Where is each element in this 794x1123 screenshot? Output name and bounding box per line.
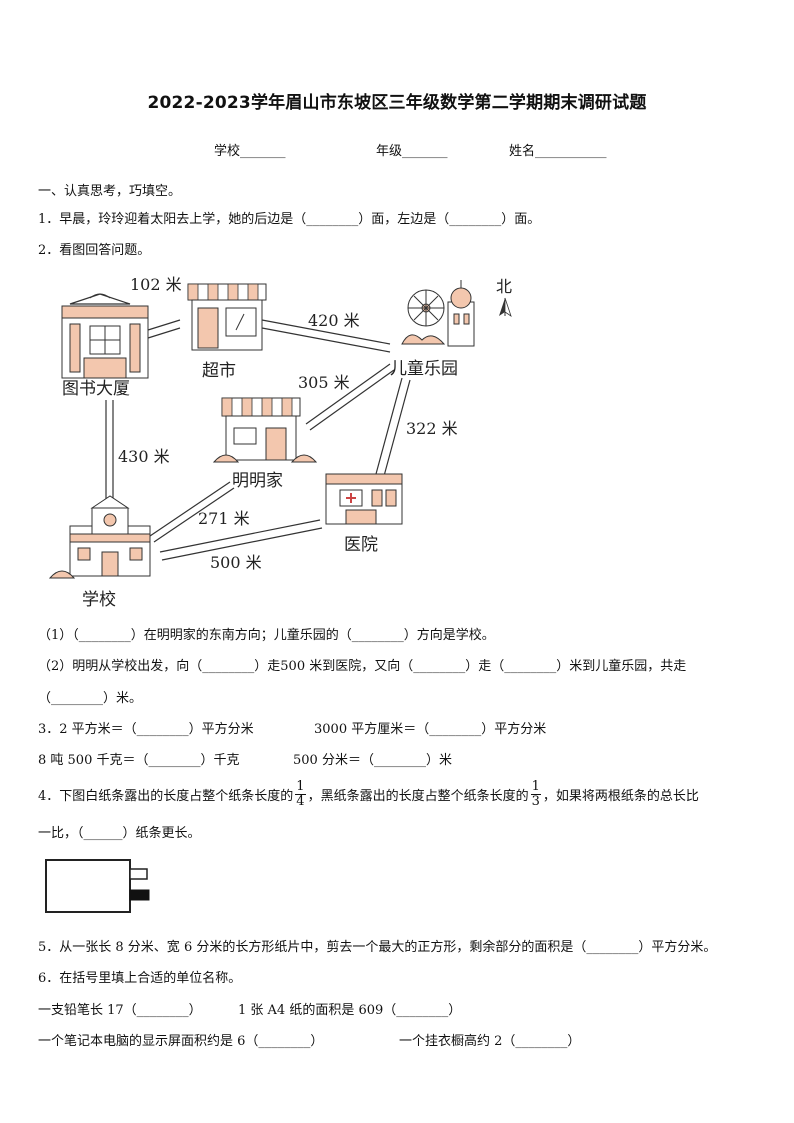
question-2-1: （1）（________）在明明家的东南方向；儿童乐园的（________）方向… xyxy=(38,628,495,643)
dist-school-hospital: 500 米 xyxy=(210,553,262,572)
question-3b: 3000 平方厘米＝（________）平方分米 xyxy=(314,722,547,737)
school-field: 学校_______ xyxy=(214,140,286,159)
park-building xyxy=(401,280,475,347)
question-6d: 一个挂衣橱高约 2（________） xyxy=(399,1034,581,1049)
dist-park-hospital: 322 米 xyxy=(406,419,458,438)
question-6b: 1 张 A4 纸的面积是 609（________） xyxy=(238,1003,462,1018)
name-blank: ___________ xyxy=(535,144,607,159)
dist-supermarket-park: 420 米 xyxy=(308,311,360,330)
label-park: 儿童乐园 xyxy=(390,359,458,379)
white-strip xyxy=(129,868,148,880)
label-supermarket: 超市 xyxy=(202,361,236,381)
label-school: 学校 xyxy=(82,590,116,610)
question-2-2-line1: （2）明明从学校出发，向（________）走500 米到医院，又向（_____… xyxy=(38,659,687,674)
grade-label: 年级 xyxy=(376,144,403,159)
library-building xyxy=(61,293,149,379)
school-blank: _______ xyxy=(240,144,286,159)
question-5: 5．从一张长 8 分米、宽 6 分米的长方形纸片中，剪去一个最大的正方形，剩余部… xyxy=(38,940,717,955)
section-heading: 一、认真思考，巧填空。 xyxy=(38,184,182,199)
dist-library-school: 430 米 xyxy=(118,447,170,466)
envelope xyxy=(45,859,131,913)
question-3a: 3．2 平方米＝（________）平方分米 xyxy=(38,722,254,737)
label-library: 图书大厦 xyxy=(62,379,130,399)
question-6: 6．在括号里填上合适的单位名称。 xyxy=(38,971,242,986)
home-building xyxy=(212,397,318,463)
dist-school-home: 271 米 xyxy=(198,509,250,528)
page-title: 2022-2023学年眉山市东坡区三年级数学第二学期期末调研试题 xyxy=(147,93,647,113)
dist-library-supermarket: 102 米 xyxy=(130,275,182,294)
supermarket-building xyxy=(187,283,267,351)
map-figure: 图书大厦 超市 儿童乐园 北 xyxy=(48,275,512,610)
question-2-2-line2: （________）米。 xyxy=(38,691,143,706)
question-3c: 8 吨 500 千克＝（________）千克 xyxy=(38,753,240,768)
question-6c: 一个笔记本电脑的显示屏面积约是 6（________） xyxy=(38,1034,324,1049)
name-label: 姓名 xyxy=(509,144,536,159)
fraction-denominator: 3 xyxy=(531,794,540,809)
question-4-line2: 一比，（______）纸条更长。 xyxy=(38,826,201,841)
north-label: 北 xyxy=(496,277,512,296)
school-label: 学校 xyxy=(214,144,241,159)
q4-text-2: ，黑纸条露出的长度占整个纸条长度的 xyxy=(307,789,529,804)
label-home: 明明家 xyxy=(232,471,283,491)
label-hospital: 医院 xyxy=(344,535,378,555)
fraction-numerator: 1 xyxy=(295,779,306,795)
q4-text-3: ，如果将两根纸条的总长比 xyxy=(542,789,699,804)
dist-home-park: 305 米 xyxy=(298,373,350,392)
question-3d: 500 分米＝（________）米 xyxy=(293,753,452,768)
north-arrow-icon xyxy=(499,297,512,317)
fraction-numerator: 1 xyxy=(530,779,541,795)
name-field: 姓名___________ xyxy=(509,140,607,159)
question-1: 1．早晨，玲玲迎着太阳去上学，她的后边是（________）面，左边是（____… xyxy=(38,212,541,227)
question-6a: 一支铅笔长 17（________） xyxy=(38,1003,202,1018)
question-2: 2．看图回答问题。 xyxy=(38,243,151,258)
grade-blank: _______ xyxy=(402,144,448,159)
school-building xyxy=(48,495,151,579)
grade-field: 年级_______ xyxy=(376,140,448,159)
q4-text-1: 4．下图白纸条露出的长度占整个纸条长度的 xyxy=(38,789,294,804)
black-strip xyxy=(129,889,150,901)
paper-strips-figure xyxy=(45,859,150,913)
fraction-denominator: 4 xyxy=(296,794,305,809)
hospital-building xyxy=(325,473,403,525)
